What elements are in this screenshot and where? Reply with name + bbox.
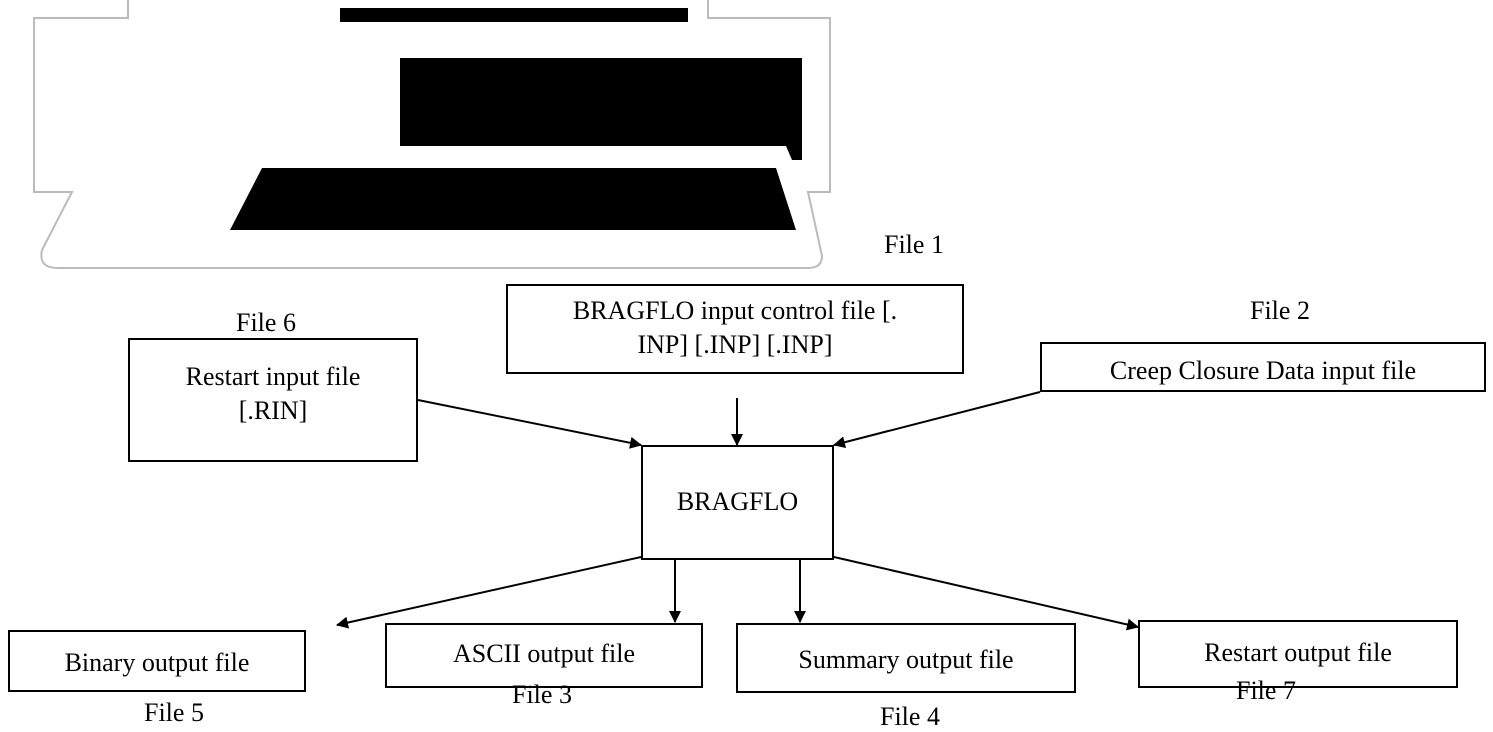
ascii-output-file-box: ASCII output file (385, 623, 703, 688)
file-4-label: File 4 (880, 702, 940, 731)
file-5-label: File 5 (144, 698, 204, 727)
input-control-file-line1: BRAGFLO input control file [. (572, 296, 898, 325)
restart-input-file-line1: Restart input file (185, 362, 361, 391)
binary-output-file-label: Binary output file (64, 648, 250, 677)
arrow-restart-in-to-bragflo (417, 399, 642, 449)
restart-input-file-line2: [.RIN] (238, 396, 308, 425)
file-3-label: File 3 (512, 680, 572, 709)
file-7-label: File 7 (1236, 676, 1296, 705)
restart-input-file-box: Restart input file [.RIN] (128, 338, 418, 462)
panel-outline (33, 0, 831, 269)
redacted-block-middle (400, 58, 802, 160)
bragflo-process-box: BRAGFLO (641, 445, 834, 560)
redacted-block-bottom (230, 168, 796, 230)
summary-output-file-box: Summary output file (736, 623, 1076, 693)
arrow-creep-to-bragflo (833, 391, 1041, 449)
file-2-label: File 2 (1250, 296, 1310, 325)
restart-output-file-box: Restart output file (1138, 620, 1458, 688)
input-control-file-line2: INP] [.INP] [.INP] (637, 330, 833, 359)
input-control-file-box: BRAGFLO input control file [. INP] [.INP… (506, 284, 964, 374)
restart-output-file-label: Restart output file (1204, 638, 1392, 667)
binary-output-file-box: Binary output file (8, 630, 306, 692)
ascii-output-file-label: ASCII output file (453, 639, 635, 668)
file-6-label: File 6 (236, 308, 296, 337)
creep-closure-input-file-box: Creep Closure Data input file (1040, 342, 1486, 392)
bragflo-process-label: BRAGFLO (676, 487, 799, 516)
arrow-bragflo-to-binary (336, 556, 642, 629)
file-1-label: File 1 (884, 230, 944, 259)
creep-closure-input-file-label: Creep Closure Data input file (1109, 356, 1417, 385)
arrow-bragflo-to-restart-out (833, 556, 1139, 631)
summary-output-file-label: Summary output file (798, 645, 1014, 674)
redacted-bar-top (340, 8, 688, 22)
